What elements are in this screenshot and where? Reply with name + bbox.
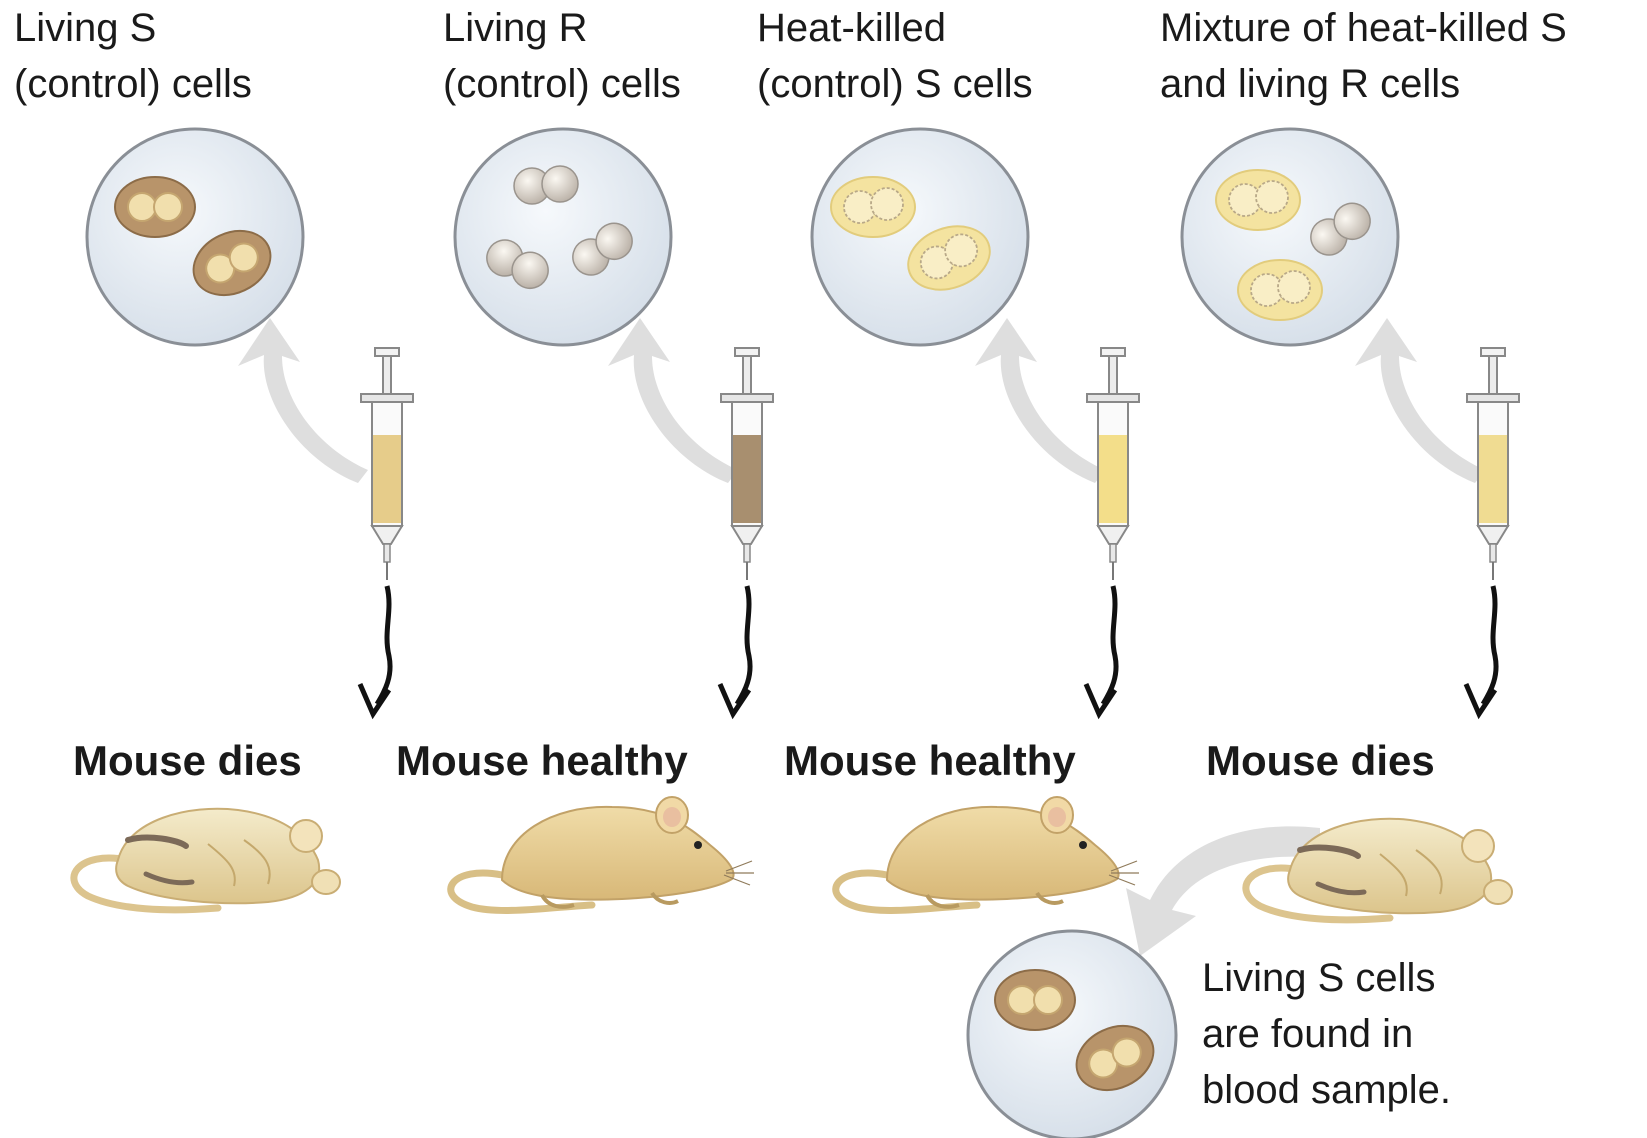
living-s-cell	[995, 970, 1075, 1030]
panel-3-syringe	[1087, 348, 1139, 580]
panel-3-injection-arrow	[1086, 586, 1116, 714]
panel-3-result: Mouse healthy	[784, 736, 1076, 786]
syringe-fluid	[1479, 435, 1507, 523]
heat-killed-s-cell	[831, 177, 915, 237]
panel-2-injection-arrow	[720, 586, 750, 714]
living-s-cell	[115, 177, 195, 237]
living-r-cell	[514, 166, 578, 204]
panel-1-curved-arrow	[238, 318, 368, 483]
syringe-fluid	[733, 435, 761, 523]
panel-4-injection-arrow	[1466, 586, 1496, 714]
panel-2-curved-arrow	[608, 318, 738, 483]
panel-1-dish	[87, 129, 303, 345]
panel-1-injection-arrow	[360, 586, 390, 714]
panel-1-syringe	[361, 348, 413, 580]
blood-sample-arrow	[1126, 826, 1320, 956]
panel-4-result: Mouse dies	[1206, 736, 1435, 786]
blood-sample-dish	[968, 931, 1176, 1138]
panel-3-dish	[812, 129, 1028, 345]
heat-killed-s-cell	[1216, 170, 1300, 230]
panel-1-dead-mouse-icon	[74, 809, 340, 910]
panel-2-dish	[455, 129, 671, 345]
panel-2-healthy-mouse-icon	[451, 797, 754, 910]
blood-sample-caption: Living S cells are found in blood sample…	[1202, 950, 1451, 1118]
heat-killed-s-cell	[1238, 260, 1322, 320]
panel-2-syringe	[721, 348, 773, 580]
panel-4-syringe	[1467, 348, 1519, 580]
syringe-fluid	[373, 435, 401, 523]
panel-3-curved-arrow	[975, 318, 1105, 483]
panel-2-result: Mouse healthy	[396, 736, 688, 786]
panel-4-curved-arrow	[1355, 318, 1485, 483]
panel-1-result: Mouse dies	[73, 736, 302, 786]
syringe-fluid	[1099, 435, 1127, 523]
panel-3-healthy-mouse-icon	[836, 797, 1139, 910]
panel-4-dish	[1182, 129, 1398, 345]
